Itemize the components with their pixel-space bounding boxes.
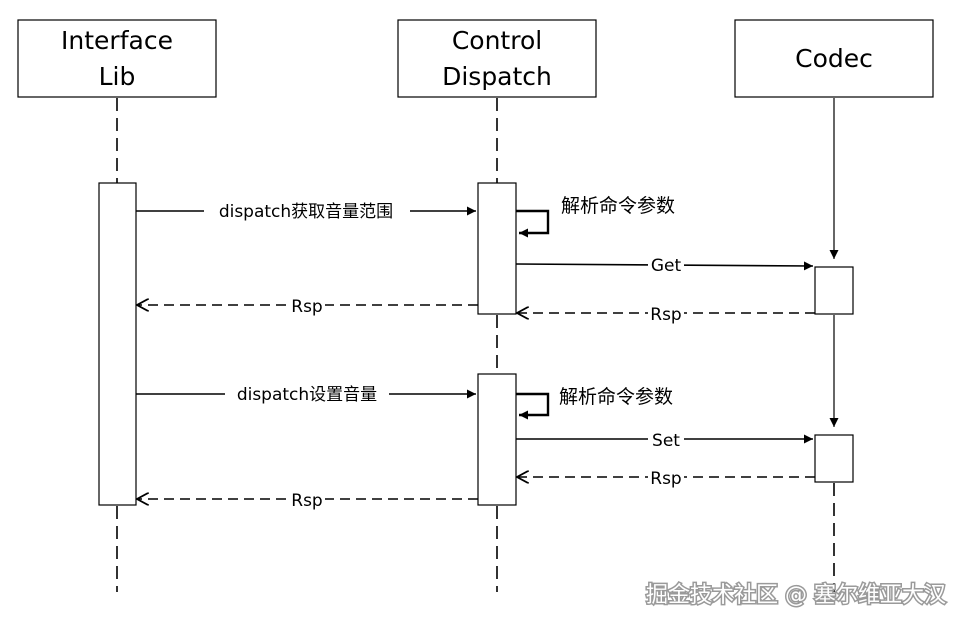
- participant-interface-lib: Interface Lib: [17, 19, 217, 98]
- message-label-parse-2: 解析命令参数: [559, 386, 673, 408]
- participant-codec-line-1: Codec: [795, 44, 873, 73]
- message-label-dispatch-get-range: dispatch获取音量范围: [219, 202, 393, 222]
- activation-control-dispatch-1: [477, 182, 517, 315]
- message-parse-2: 解析命令参数: [516, 386, 673, 420]
- participant-control-dispatch-line-2: Dispatch: [442, 62, 552, 91]
- message-label-dispatch-set-volume: dispatch设置音量: [237, 385, 377, 405]
- participant-control-dispatch-line-1: Control: [452, 26, 542, 55]
- message-get: Get: [515, 255, 814, 276]
- message-rsp-dispatch-1: Rsp: [137, 296, 478, 317]
- message-rsp-codec-2: Rsp: [517, 468, 815, 489]
- participant-interface-lib-line-2: Lib: [99, 62, 136, 91]
- message-label-rsp-dispatch-2: Rsp: [291, 491, 322, 511]
- message-dispatch-set-volume: dispatch设置音量: [136, 382, 476, 406]
- message-set: Set: [516, 430, 813, 451]
- activation-codec-2: [814, 434, 854, 483]
- message-label-set: Set: [652, 431, 680, 451]
- message-rsp-dispatch-2: Rsp: [137, 490, 478, 511]
- activation-interface-lib: [98, 182, 137, 506]
- watermark-text: 掘金技术社区 @ 塞尔维亚大汉: [646, 583, 946, 608]
- message-label-rsp-codec-1: Rsp: [650, 305, 681, 325]
- message-label-rsp-dispatch-1: Rsp: [291, 297, 322, 317]
- message-rsp-codec-1: Rsp: [517, 304, 815, 325]
- activation-codec-1: [814, 266, 854, 315]
- message-label-parse-1: 解析命令参数: [561, 195, 675, 217]
- message-parse-1: 解析命令参数: [516, 195, 675, 238]
- message-label-rsp-codec-2: Rsp: [650, 469, 681, 489]
- participant-interface-lib-line-1: Interface: [61, 26, 173, 55]
- message-dispatch-get-range: dispatch获取音量范围: [136, 199, 476, 223]
- message-label-get: Get: [651, 256, 682, 276]
- participant-codec: Codec: [734, 19, 934, 98]
- activation-control-dispatch-2: [477, 373, 517, 506]
- participant-control-dispatch: Control Dispatch: [397, 19, 597, 98]
